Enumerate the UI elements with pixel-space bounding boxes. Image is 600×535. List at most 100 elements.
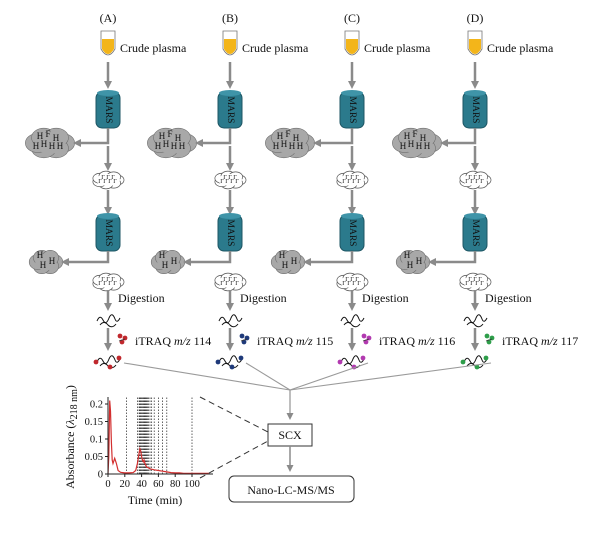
mars-column: MARS <box>339 213 365 252</box>
y-tick-label: 0.2 <box>90 400 103 411</box>
protein-glyph: Γ <box>465 281 469 287</box>
depletion-arrow <box>195 128 232 147</box>
peptide-line <box>221 322 239 328</box>
protein-glyph: Γ <box>473 175 477 181</box>
column-label: (B) <box>222 11 238 25</box>
peptide-line <box>463 314 488 324</box>
itraq-tag-dot <box>229 364 235 370</box>
cloud-core <box>218 276 242 288</box>
mars-top <box>464 213 486 219</box>
protein-glyph: Γ <box>228 277 232 283</box>
cloud-core <box>340 174 364 186</box>
itraq-prefix: iTRAQ <box>135 334 174 348</box>
itraq-label: iTRAQ m/z 114 <box>135 334 211 348</box>
protein-glyph: Γ <box>352 179 356 185</box>
blob-core <box>35 253 57 271</box>
y-axis-label-sub: 218 nm <box>69 389 80 420</box>
y-ticks: 00.050.10.150.2 <box>85 400 108 481</box>
protein-glyph: Γ <box>98 179 102 185</box>
protein-glyph: H <box>404 131 411 141</box>
x-tick-label: 20 <box>120 479 131 490</box>
protein-glyph: H <box>416 256 423 266</box>
itraq-reagent: iTRAQ m/z 114 <box>117 333 211 348</box>
cloud-core <box>463 174 487 186</box>
protein-glyph: Γ <box>468 277 472 283</box>
tube-plasma <box>224 39 236 54</box>
mars-column: MARS <box>217 213 243 252</box>
peptide-line <box>96 355 121 365</box>
mars-top <box>97 90 119 96</box>
protein-glyph: Γ <box>480 179 484 185</box>
merge-line <box>289 362 492 391</box>
nanolc-label: Nano-LC-MS/MS <box>247 483 334 497</box>
plasma-tube <box>467 30 483 56</box>
mars-column: MARS <box>95 213 121 252</box>
crude-plasma-label: Crude plasma <box>364 41 431 55</box>
scx-label: SCX <box>278 428 302 442</box>
itraq-num: 115 <box>313 334 334 348</box>
x-tick-label: 40 <box>136 479 147 490</box>
protein-glyph: Γ <box>345 175 349 181</box>
mars-label: MARS <box>347 220 357 247</box>
protein-glyph: H <box>171 141 178 151</box>
protein-glyph: Γ <box>101 277 105 283</box>
protein-glyph: Γ <box>347 281 351 287</box>
protein-glyph: Γ <box>108 179 112 185</box>
protein-glyph: H <box>33 141 40 151</box>
protein-glyph: Γ <box>220 281 224 287</box>
mars-top <box>219 90 241 96</box>
depletion-arrow <box>61 251 110 266</box>
itraq-prefix: iTRAQ <box>379 334 418 348</box>
y-tick-label: 0.05 <box>85 452 103 463</box>
protein-glyph: H <box>37 250 44 260</box>
protein-glyph: Γ <box>357 179 361 185</box>
labeled-peptides <box>215 355 244 370</box>
protein-glyph: Γ <box>225 179 229 185</box>
protein-glyph: H <box>41 139 48 149</box>
protein-glyph: Γ <box>111 175 115 181</box>
protein-glyph: F <box>45 129 50 139</box>
peptide-line <box>343 322 361 328</box>
blob-core <box>402 253 424 271</box>
protein-glyph: Γ <box>113 179 117 185</box>
itraq-label: iTRAQ m/z 115 <box>257 334 333 348</box>
mars-top <box>219 213 241 219</box>
digestion-label: Digestion <box>240 291 287 305</box>
cloud-core <box>218 174 242 186</box>
protein-glyph: Γ <box>103 179 107 185</box>
digestion-label: Digestion <box>362 291 409 305</box>
itraq-reagent: iTRAQ m/z 115 <box>239 333 333 348</box>
protein-glyph: H <box>289 141 296 151</box>
y-axis-label-lambda: λ <box>63 419 77 425</box>
digestion-label: Digestion <box>485 291 532 305</box>
protein-glyph: Γ <box>355 277 359 283</box>
protein-glyph: Γ <box>342 281 346 287</box>
protein-glyph: F <box>167 129 172 139</box>
protein-glyph: Γ <box>342 179 346 185</box>
protein-glyph: Γ <box>468 175 472 181</box>
protein-glyph: Γ <box>106 175 110 181</box>
protein-glyph: H <box>293 133 300 143</box>
depletion-arrow <box>183 251 232 266</box>
itraq-tag-dot <box>460 359 466 365</box>
y-axis-label: Absorbance (λ218 nm) <box>63 385 80 489</box>
protein-glyph: H <box>281 139 288 149</box>
blob-core <box>34 132 66 154</box>
protein-glyph: H <box>400 141 407 151</box>
itraq-tag-dot <box>215 359 221 365</box>
crude-plasma-label: Crude plasma <box>120 41 187 55</box>
protein-glyph: Γ <box>350 175 354 181</box>
itraq-tag-dot <box>474 364 480 370</box>
itraq-reagent-dot <box>363 339 369 345</box>
peptide-line <box>99 322 117 328</box>
tube-plasma <box>102 39 114 54</box>
labeled-peptides <box>337 355 366 370</box>
nanolc-box: Nano-LC-MS/MS <box>228 475 355 503</box>
plasma-tube <box>344 30 360 56</box>
column-label: (A) <box>100 11 117 25</box>
